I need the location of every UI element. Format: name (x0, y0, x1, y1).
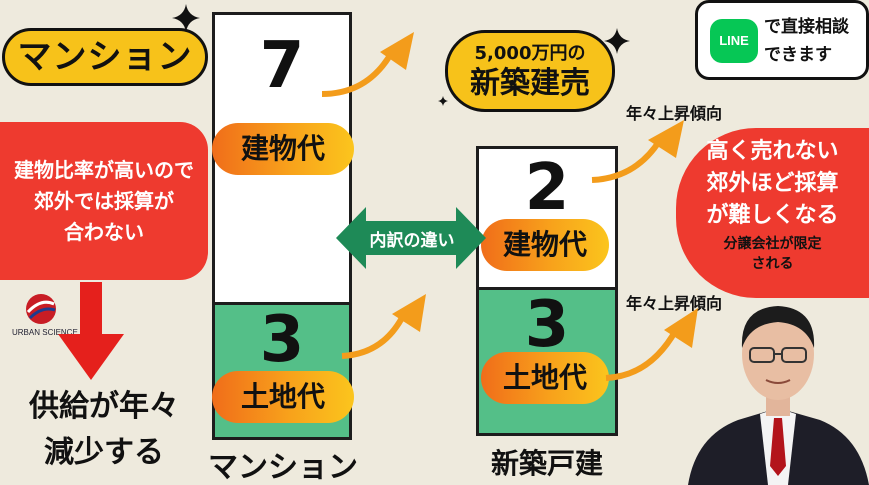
right-callout-main: 高く売れない 郊外ほど採算 が難しくなる (706, 139, 839, 228)
house-building-trend-arrow-icon (591, 120, 684, 183)
mansion-bar: 7 建物代 3 土地代 (212, 12, 354, 440)
supply-decrease-text: 供給が年々 減少する (29, 389, 179, 470)
double-arrow-icon (336, 207, 486, 269)
left-callout: 建物比率が高いので 郊外では採算が 合わない (0, 122, 208, 280)
price-pill: 5,000万円の 新築建売 (445, 30, 615, 112)
right-callout: 高く売れない 郊外ほど採算 が難しくなる 分譲会社が限定 される (676, 128, 869, 298)
urban-science-logo: URBAN SCIENCE (12, 292, 78, 350)
title-pill: マンション (2, 28, 208, 86)
line-consult-badge[interactable]: LINE で直接相談 できます (695, 0, 869, 80)
trend-label-building: 年々上昇傾向 (626, 104, 723, 123)
house-building-label: 建物代 (481, 219, 609, 271)
comparison-label: 内訳の違い (369, 231, 455, 251)
mansion-name: マンション (208, 450, 358, 485)
logo-text: URBAN SCIENCE (12, 328, 78, 337)
house-land-trend-arrow-icon (605, 308, 698, 381)
logo-mark-icon (26, 294, 56, 324)
sparkle-icon (438, 96, 448, 106)
mansion-building-trend-arrow-icon (321, 32, 414, 97)
trend-label-land: 年々上昇傾向 (626, 294, 723, 313)
house-land-segment: 3 土地代 (479, 287, 615, 433)
house-land-ratio: 3 (524, 288, 570, 362)
mansion-land-ratio: 3 (259, 303, 305, 377)
mansion-building-label: 建物代 (212, 123, 354, 175)
mansion-land-trend-arrow-icon (341, 294, 426, 359)
mansion-land-segment: 3 土地代 (212, 302, 354, 437)
house-land-label: 土地代 (481, 352, 609, 404)
house-building-segment: 2 建物代 (479, 149, 615, 287)
presenter-photo (688, 306, 869, 485)
sparkle-icon (172, 4, 200, 32)
price-amount: 5,000万円の (474, 43, 586, 64)
new-house-name: 新築戸建 (490, 447, 603, 480)
line-logo-icon: LINE (710, 19, 758, 63)
price-type: 新築建売 (470, 66, 590, 101)
right-callout-sub: 分譲会社が限定 される (723, 236, 822, 272)
mansion-land-label: 土地代 (212, 371, 354, 423)
mansion-building-ratio: 7 (259, 29, 305, 103)
mansion-building-segment: 7 建物代 (212, 15, 354, 302)
sparkle-icon (604, 28, 630, 54)
house-building-ratio: 2 (524, 151, 570, 225)
new-house-bar: 2 建物代 3 土地代 (476, 146, 618, 436)
line-consult-text: で直接相談 できます (764, 17, 849, 65)
down-arrow-icon (58, 282, 124, 380)
